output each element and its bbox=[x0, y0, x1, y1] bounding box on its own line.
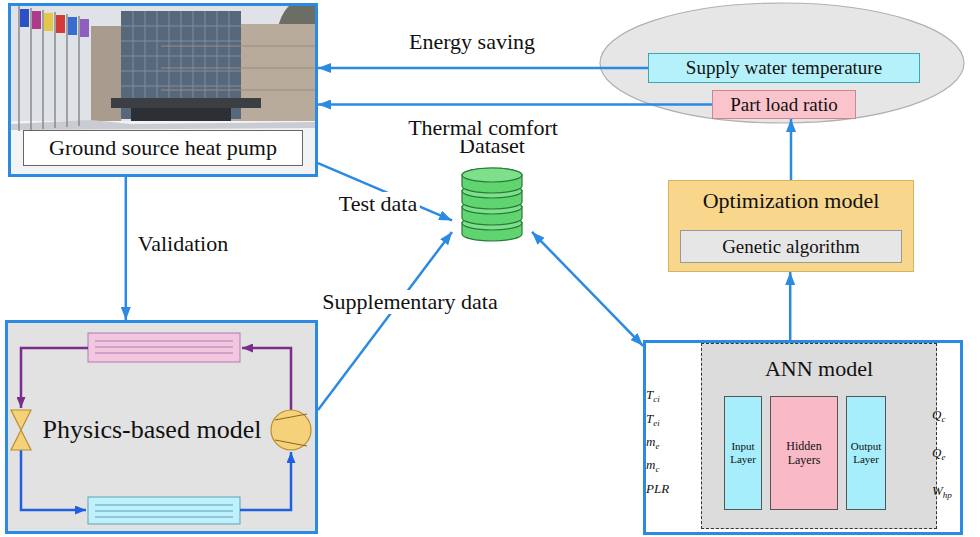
flow-arrow bbox=[789, 272, 792, 340]
node-text: Genetic algorithm bbox=[722, 236, 860, 258]
node-text: Optimization model bbox=[669, 187, 913, 215]
heat-pump-cycle-part-part bbox=[95, 341, 233, 342]
building-photo-part bbox=[11, 121, 315, 174]
heat-pump-cycle-part bbox=[95, 505, 233, 517]
edge-label: Validation bbox=[135, 232, 231, 256]
building-photo-part bbox=[68, 17, 77, 35]
building-photo-part-part bbox=[78, 16, 80, 126]
variable-label: me bbox=[646, 434, 659, 449]
ann-panel: ANN modelInput Layer Hidden Layers Output … bbox=[643, 340, 963, 535]
heat-pump-cycle-part bbox=[271, 410, 311, 450]
database-cylinder-part-part bbox=[462, 168, 522, 182]
building-photo-part-part bbox=[121, 71, 241, 72]
model-panel: Physics-based model bbox=[5, 320, 318, 534]
building-photo-part-part bbox=[161, 46, 315, 47]
building-photo-part bbox=[121, 11, 241, 101]
result-box: Supply water temperature bbox=[648, 53, 920, 83]
flow-arrow bbox=[318, 163, 452, 220]
building-photo-part-part bbox=[54, 12, 56, 128]
building-photo-part bbox=[56, 15, 65, 33]
variable-label: Whp bbox=[932, 483, 952, 498]
dataset-store: Dataset bbox=[452, 133, 532, 248]
node-text: Input Layer bbox=[725, 440, 761, 466]
variable-label: Qe bbox=[932, 445, 945, 460]
node-text: Output Layer bbox=[847, 440, 885, 466]
layer-box: Input Layer bbox=[724, 396, 762, 510]
building-photo-part bbox=[11, 120, 315, 130]
result-box: Part load ratio bbox=[712, 90, 856, 119]
building-photo-part-part bbox=[121, 86, 241, 87]
building-photo-part bbox=[131, 108, 231, 122]
heat-pump-cycle-part-part bbox=[242, 348, 291, 410]
building-photo-part bbox=[11, 6, 315, 174]
node-text: Ground source heat pump bbox=[23, 130, 303, 166]
flow-arrow bbox=[318, 67, 648, 70]
heat-pump-cycle-part bbox=[275, 414, 307, 446]
variable-label: Tei bbox=[646, 411, 660, 426]
building-photo-part bbox=[20, 9, 29, 27]
node-text: Physics-based model bbox=[33, 415, 271, 445]
heat-pump-cycle-part-part bbox=[95, 353, 233, 354]
flow-arrow bbox=[790, 119, 793, 180]
algorithm-box: Genetic algorithm bbox=[680, 230, 902, 263]
database-cylinder bbox=[452, 165, 532, 247]
variable-label: Tci bbox=[646, 387, 660, 402]
building-photo-part-part bbox=[161, 90, 315, 91]
edge-label: Test data bbox=[336, 192, 420, 216]
edge-label: Energy saving bbox=[406, 30, 538, 54]
heat-pump-cycle-part bbox=[88, 333, 240, 362]
database-cylinder-part-part bbox=[462, 168, 522, 193]
heat-pump-cycle-part-part bbox=[95, 347, 233, 348]
heat-pump-cycle-part-part bbox=[95, 517, 233, 518]
heat-pump-cycle-part-part bbox=[275, 414, 307, 420]
heat-pump-cycle-part bbox=[95, 341, 233, 353]
layer-box: Hidden Layers bbox=[770, 396, 838, 510]
building-photo-part bbox=[32, 11, 41, 29]
building-photo-part-part bbox=[121, 41, 241, 42]
building-photo-part-part bbox=[161, 68, 315, 69]
heat-pump-cycle-part-part bbox=[240, 452, 291, 510]
variable-label: PLR bbox=[646, 481, 669, 496]
flow-arrow bbox=[318, 232, 452, 410]
database-cylinder-part bbox=[462, 168, 522, 241]
node-text: Supply water temperature bbox=[686, 57, 882, 79]
building-photo-part bbox=[19, 6, 79, 131]
heat-pump-cycle-part-part bbox=[21, 348, 88, 408]
heat-pump-cycle-part bbox=[11, 410, 31, 430]
building-photo-part-part bbox=[42, 10, 44, 129]
edge-label: Supplementary data bbox=[319, 290, 500, 314]
node-text: Hidden Layers bbox=[771, 439, 837, 467]
optimization-box: Optimization modelGenetic algorithm bbox=[668, 180, 914, 272]
flow-arrow bbox=[532, 232, 643, 346]
heat-pump-cycle-part-part bbox=[95, 505, 233, 506]
edge-label: Thermal comfort bbox=[405, 116, 561, 140]
heat-pump-cycle-part bbox=[88, 497, 240, 524]
heat-pump-cycle-part-part bbox=[275, 440, 307, 446]
flow-arrow bbox=[125, 177, 128, 320]
heat-pump-cycle-part bbox=[21, 450, 291, 510]
photo-panel: Ground source heat pump bbox=[8, 3, 318, 177]
flow-arrow bbox=[318, 103, 712, 106]
heat-pump-cycle-part-part bbox=[21, 450, 86, 510]
building-photo-part-part bbox=[121, 26, 241, 27]
layer-box: Output Layer bbox=[846, 396, 886, 510]
heat-pump-cycle-part bbox=[11, 430, 31, 450]
building-photo-part-part bbox=[30, 8, 32, 130]
building-photo-part-part bbox=[66, 14, 68, 127]
heat-pump-cycle-part bbox=[21, 348, 291, 410]
building-photo-part bbox=[44, 13, 53, 31]
building-photo-part-part bbox=[18, 6, 20, 131]
variable-label: mc bbox=[646, 457, 659, 472]
building-photo-part bbox=[111, 98, 261, 108]
node-text: ANN model bbox=[701, 355, 937, 383]
variable-label: Qc bbox=[932, 407, 945, 422]
heat-pump-cycle-part-part bbox=[95, 511, 233, 512]
building-photo-part bbox=[161, 46, 315, 90]
node-text: Part load ratio bbox=[730, 94, 838, 116]
building-photo-part bbox=[80, 19, 89, 37]
building-photo-part-part bbox=[121, 56, 241, 57]
